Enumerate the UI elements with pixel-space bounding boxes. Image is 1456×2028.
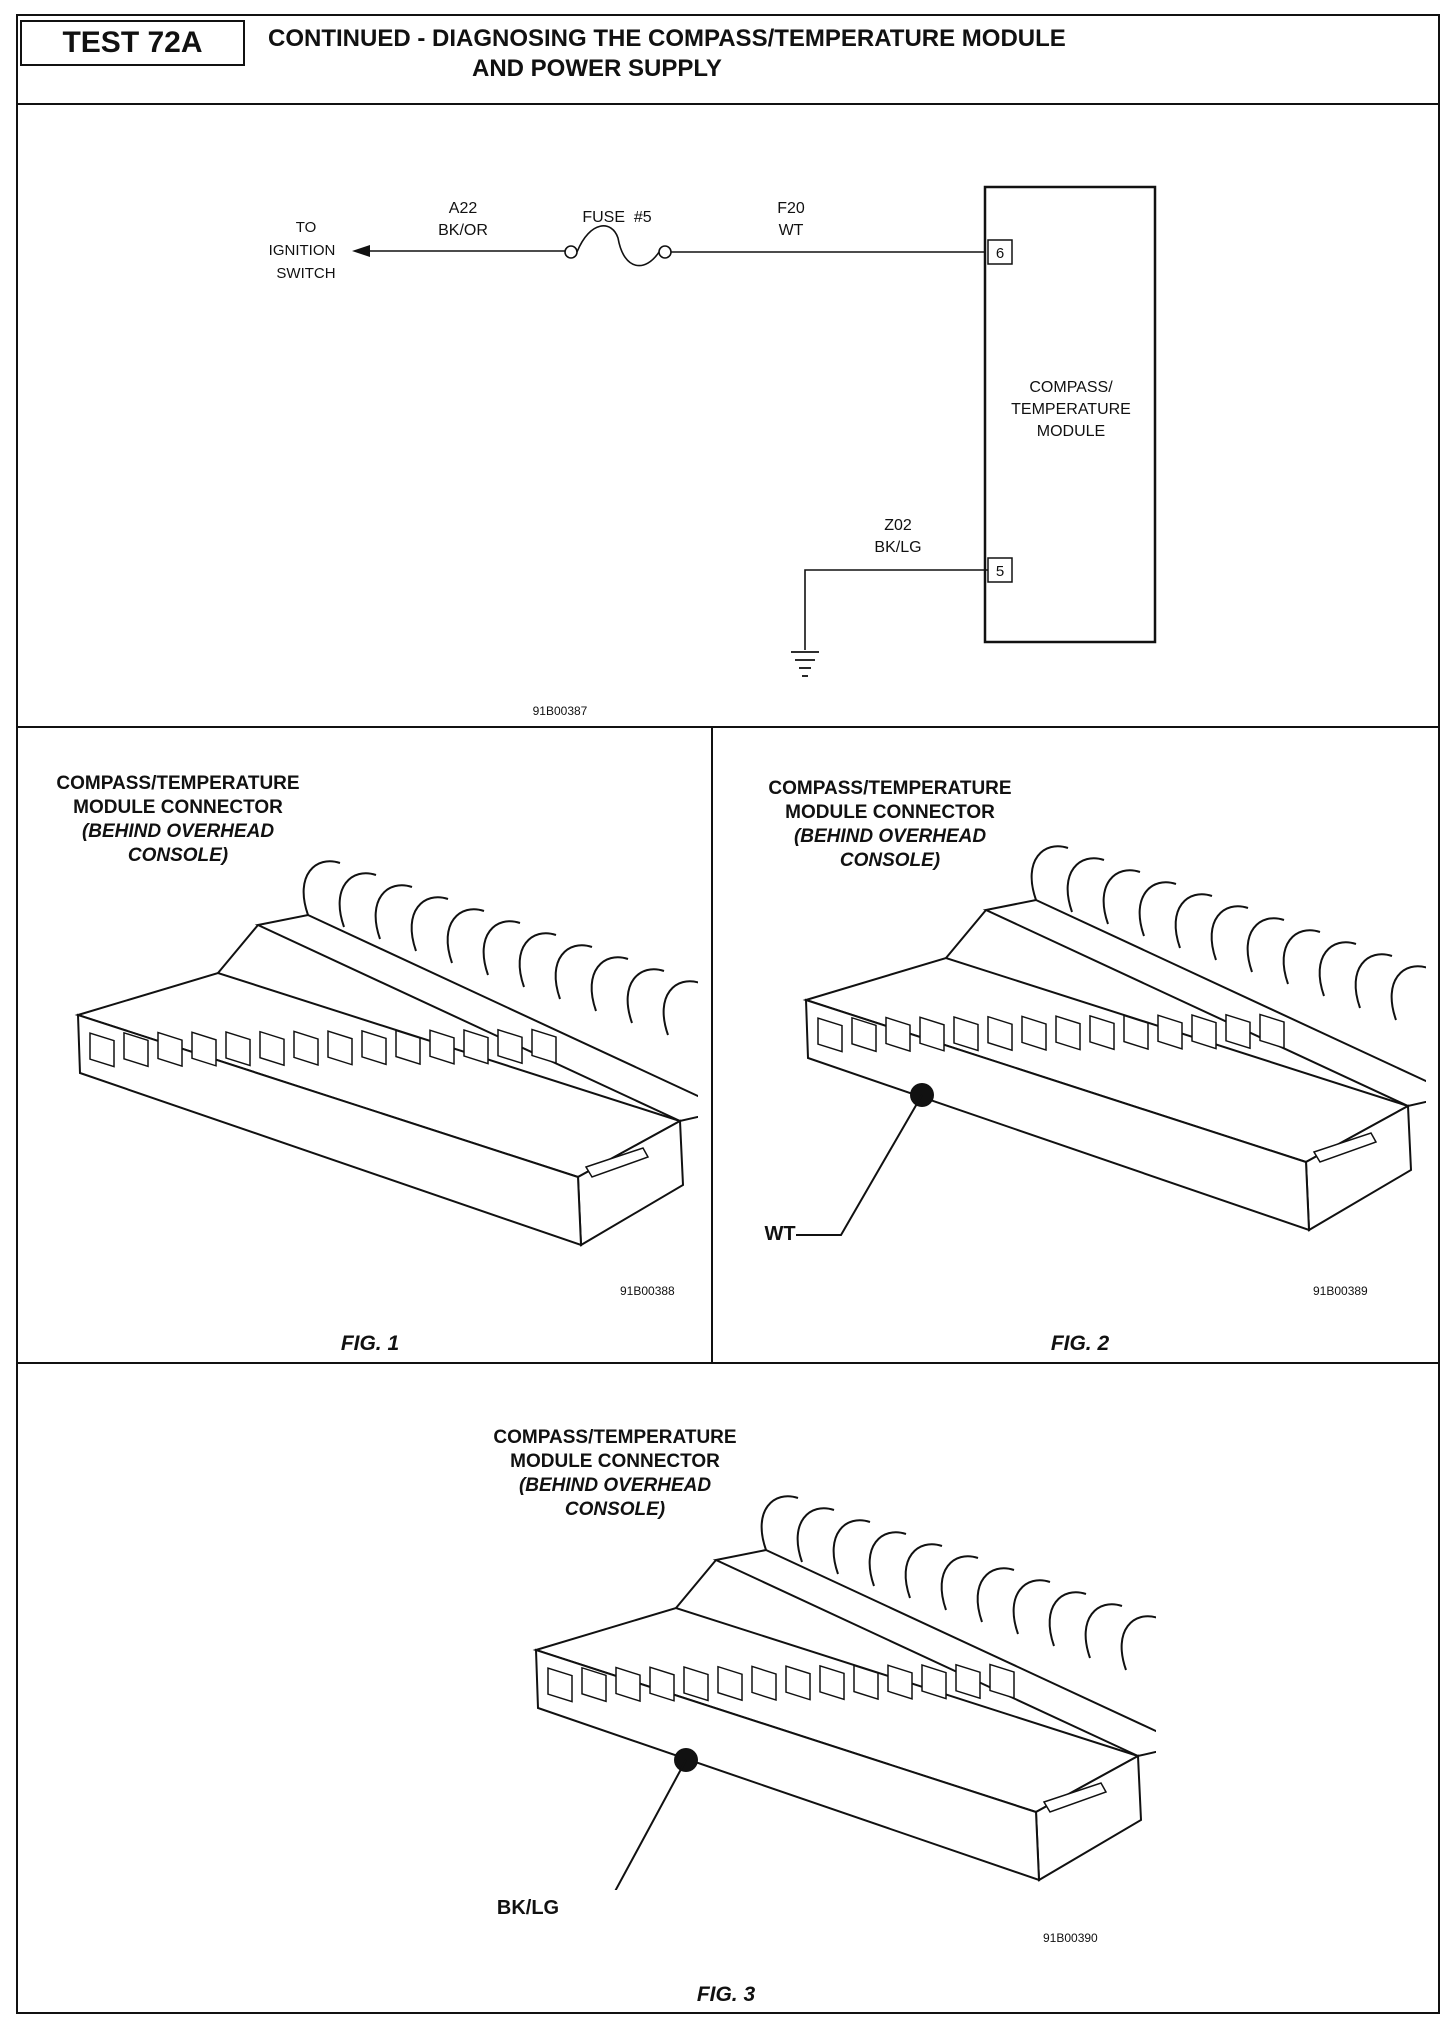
fig1-title-line1: COMPASS/TEMPERATURE [56, 773, 300, 794]
fig2-title: COMPASS/TEMPERATURE MODULE CONNECTOR (BE… [740, 777, 1040, 873]
module-name-line1: COMPASS/ [1029, 379, 1113, 396]
fig2-title-line3: (BEHIND OVERHEAD [793, 826, 987, 847]
fuse-symbol [564, 225, 672, 267]
module-name-line3: MODULE [1037, 423, 1105, 440]
wire-z02-circuit: Z02 [884, 517, 912, 534]
pin-5-label: 5 [996, 563, 1004, 580]
fig3-title-line3: (BEHIND OVERHEAD [518, 1475, 712, 1496]
schematic-figure-code: 91B00387 [533, 704, 588, 718]
fig2-connector-drawing [796, 845, 1426, 1236]
schematic-divider [16, 726, 1440, 728]
test-number: TEST 72A [20, 20, 245, 66]
fig2-callout-line [796, 1094, 923, 1236]
fig3-title-line4: CONSOLE) [564, 1499, 666, 1520]
ignition-arrow [352, 245, 370, 257]
pin-5-box [987, 557, 1013, 583]
fig1-connector-drawing [77, 860, 698, 1246]
fig2-callout: WT [764, 1223, 796, 1245]
wire-z02-color: BK/LG [874, 539, 921, 556]
fig1-caption: FIG. 1 [340, 1332, 400, 1355]
pin-6-label: 6 [996, 245, 1004, 262]
fig1-title-line3: (BEHIND OVERHEAD [81, 821, 275, 842]
fig1-title-line4: CONSOLE) [127, 845, 229, 866]
page-border [16, 14, 1440, 2014]
fig2-title-line2: MODULE CONNECTOR [785, 802, 995, 823]
fig2-caption: FIG. 2 [1050, 1332, 1110, 1355]
fig1-title: COMPASS/TEMPERATURE MODULE CONNECTOR (BE… [28, 772, 328, 868]
fig3-title: COMPASS/TEMPERATURE MODULE CONNECTOR (BE… [465, 1426, 765, 1522]
module-name-line2: TEMPERATURE [1011, 401, 1131, 418]
fig3-connector-drawing [535, 1495, 1156, 1890]
fig3-callout-line [614, 1759, 687, 1890]
ignition-label-line2: IGNITION [269, 242, 336, 259]
fig2-title-line4: CONSOLE) [839, 850, 941, 871]
fig3-callout: BK/LG [496, 1897, 560, 1919]
fuse-label: FUSE #5 [582, 209, 651, 226]
header-divider [16, 103, 1440, 105]
ground-icon [791, 651, 819, 677]
wire-z02 [804, 569, 988, 650]
fig1-title-line2: MODULE CONNECTOR [73, 797, 283, 818]
wire-f20-circuit: F20 [777, 200, 805, 217]
wiring-schematic: TO IGNITION SWITCH A22 BK/OR FUSE #5 F20… [269, 185, 1157, 718]
figures-divider [16, 1362, 1440, 1364]
fig-column-divider [711, 726, 713, 1363]
wire-a22-color: BK/OR [438, 222, 488, 239]
fig3-caption: FIG. 3 [696, 1983, 756, 2006]
fig3-code: 91B00390 [1043, 1931, 1098, 1945]
fig1-code: 91B00388 [620, 1284, 675, 1298]
compass-module-box [983, 185, 1157, 644]
pin-6-box [987, 239, 1013, 265]
fig2-title-line1: COMPASS/TEMPERATURE [768, 778, 1012, 799]
wire-f20-color: WT [779, 222, 804, 239]
ignition-label-line3: SWITCH [276, 265, 335, 282]
fig2-code: 91B00389 [1313, 1284, 1368, 1298]
fig3-title-line1: COMPASS/TEMPERATURE [493, 1427, 737, 1448]
fig3-title-line2: MODULE CONNECTOR [510, 1451, 720, 1472]
title-line-2: AND POWER SUPPLY [472, 55, 722, 82]
page-title: CONTINUED - DIAGNOSING THE COMPASS/TEMPE… [268, 24, 1368, 84]
ignition-label-line1: TO [296, 219, 317, 236]
wire-a22-circuit: A22 [449, 200, 478, 217]
title-line-1: CONTINUED - DIAGNOSING THE COMPASS/TEMPE… [268, 25, 1066, 52]
